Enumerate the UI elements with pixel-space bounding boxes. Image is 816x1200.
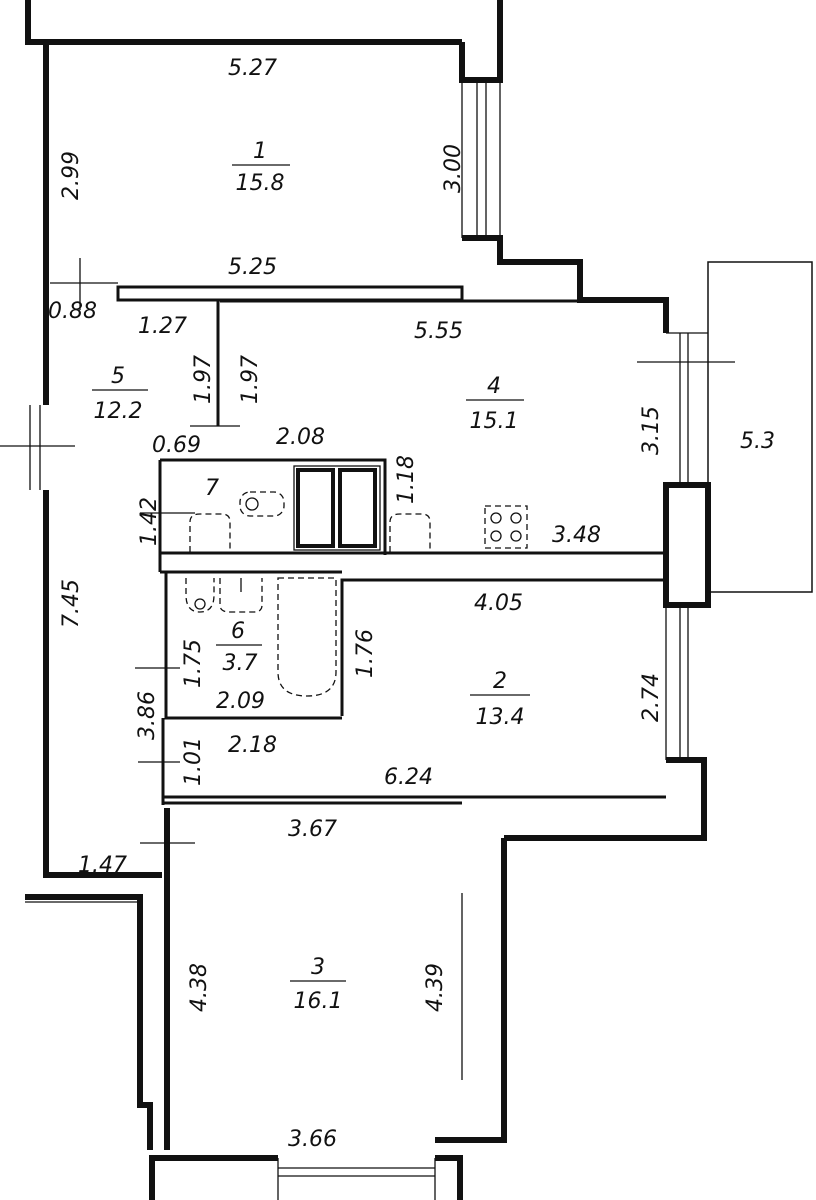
wall-r4-right-pier [663,482,711,608]
bathtub-icon [277,577,337,697]
dim-069: 0.69 [152,433,201,458]
opening-r3-top [25,893,463,1080]
svg-text:6: 6 [231,619,245,644]
toilet-icon [239,491,285,517]
dim-r6-right: 1.76 [353,629,378,678]
partitions [116,80,668,805]
dim-r2-bottom: 6.24 [384,765,433,790]
dim-147: 1.47 [78,853,127,878]
dim-balcony: 5.3 [740,429,775,454]
dim-118: 1.18 [394,455,419,504]
wall-top-right-edge [459,0,503,83]
dim-r3-top: 3.67 [288,817,337,842]
room-1-label: 1 15.8 [232,139,290,196]
kitchen-sink-icon [389,513,431,552]
wall-r3-bottom-left [149,1155,278,1200]
wall-r4-r2 [160,551,668,716]
bath-toilet-icon [185,578,215,613]
svg-text:2: 2 [493,669,507,694]
room-labels: 1 15.8 4 15.1 5 12.2 7 6 3.7 2 13.4 3 [92,139,530,1014]
dim-r7-left: 1.42 [137,497,162,546]
svg-text:3.7: 3.7 [223,651,258,676]
svg-text:13.4: 13.4 [476,705,525,730]
svg-text:4: 4 [487,374,501,399]
svg-text:3: 3 [311,955,325,980]
wall-r3-right [435,838,507,1143]
svg-text:1: 1 [253,139,267,164]
wall-right-jog [462,235,669,333]
dimension-labels: 5.27 2.99 3.00 5.25 0.88 1.27 1.97 1.97 … [48,56,775,1152]
room-6-label: 6 3.7 [216,619,262,676]
dim-r6-left: 1.75 [181,639,206,688]
svg-text:15.1: 15.1 [470,409,519,434]
dim-r4-right: 3.15 [639,406,664,455]
dim-088: 0.88 [48,299,97,324]
wall-r6 [164,572,342,720]
dim-r4-bottom: 3.48 [552,523,601,548]
walls [25,0,711,1200]
wall-r1-bottom [116,285,464,302]
dim-208: 2.08 [276,425,325,450]
wall-top-strip [25,0,462,45]
appliance-units [293,465,381,551]
fixtures [185,465,528,697]
dim-r2-right: 2.74 [639,673,664,722]
dim-r1-left: 2.99 [59,151,84,200]
dim-r3-left: 4.38 [187,963,212,1012]
dim-r2-top: 4.05 [474,591,523,616]
wall-r2-right-lower [504,757,707,841]
balcony [707,261,813,593]
room-4-label: 4 15.1 [466,374,524,434]
svg-text:7: 7 [205,476,219,501]
svg-text:5: 5 [111,364,125,389]
dim-r1-top: 5.27 [228,56,277,81]
room-3-label: 3 16.1 [290,955,346,1014]
dim-r1-bottom: 5.25 [228,255,277,280]
opening-left [0,405,75,490]
wc-sink-icon [189,513,231,552]
dim-r6-bottom: 2.09 [216,689,265,714]
room-2-label: 2 13.4 [470,669,530,730]
window-r3 [277,1158,436,1200]
dim-r4-top: 5.55 [414,319,463,344]
wall-r3-bottom-right [435,1155,463,1200]
wall-left-lower [43,490,162,878]
dim-218: 2.18 [228,733,277,758]
svg-text:15.8: 15.8 [236,171,285,196]
dim-r3-bottom: 3.66 [288,1127,337,1152]
dim-197a: 1.97 [191,355,216,404]
dim-101: 1.01 [181,737,206,786]
dim-r1-right: 3.00 [441,144,466,193]
window-r1 [462,79,501,238]
window-r4 [666,332,708,485]
stove-icon [484,505,528,549]
wall-r3-left [25,894,153,1150]
svg-text:16.1: 16.1 [294,989,343,1014]
room-7-label: 7 [205,476,219,501]
bath-sink-icon [219,578,263,613]
windows [0,79,708,1200]
dim-127: 1.27 [138,314,187,339]
room-5-label: 5 12.2 [92,364,148,424]
dim-r5-left: 7.45 [59,579,84,628]
dim-386: 3.86 [135,691,160,740]
svg-text:12.2: 12.2 [94,399,143,424]
dimension-ticks [50,258,735,844]
dim-r3-right: 4.39 [423,963,448,1012]
dim-197b: 1.97 [238,355,263,404]
window-r2 [665,605,689,760]
